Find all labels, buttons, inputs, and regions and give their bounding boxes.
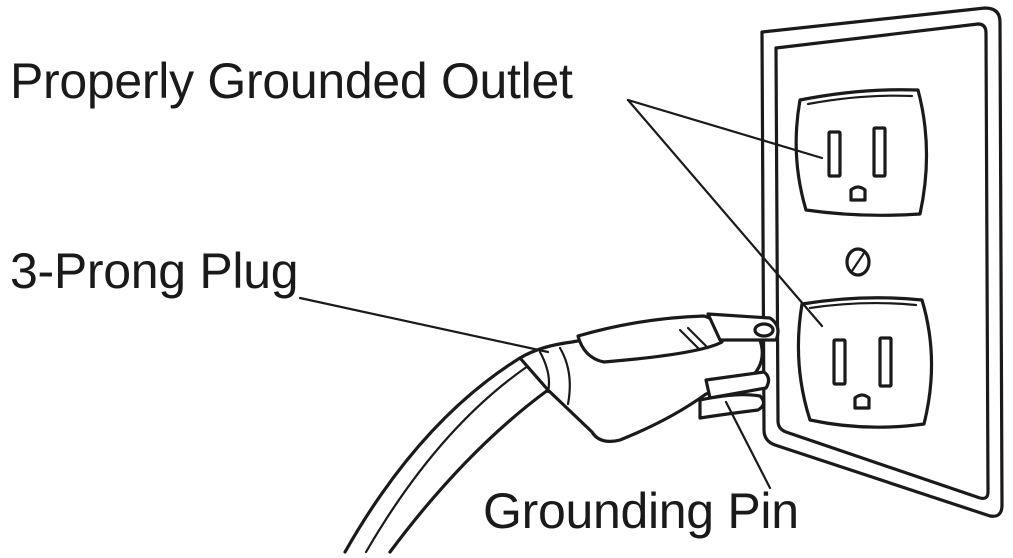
wall-plate [760,6,1004,518]
plug-label: 3-Prong Plug [10,243,299,299]
mounting-screw [845,247,871,277]
grounding-pin-label: Grounding Pin [483,483,799,539]
outlet-label: Properly Grounded Outlet [10,53,573,109]
leader-lines [298,98,824,490]
leader-outlet-lower [626,98,824,328]
three-prong-plug [518,312,780,443]
leader-plug [298,296,550,354]
lower-receptacle [796,296,934,429]
power-cord [343,356,550,554]
upper-receptacle [794,88,929,217]
leader-pin [724,400,772,490]
leader-outlet-upper [626,98,824,160]
